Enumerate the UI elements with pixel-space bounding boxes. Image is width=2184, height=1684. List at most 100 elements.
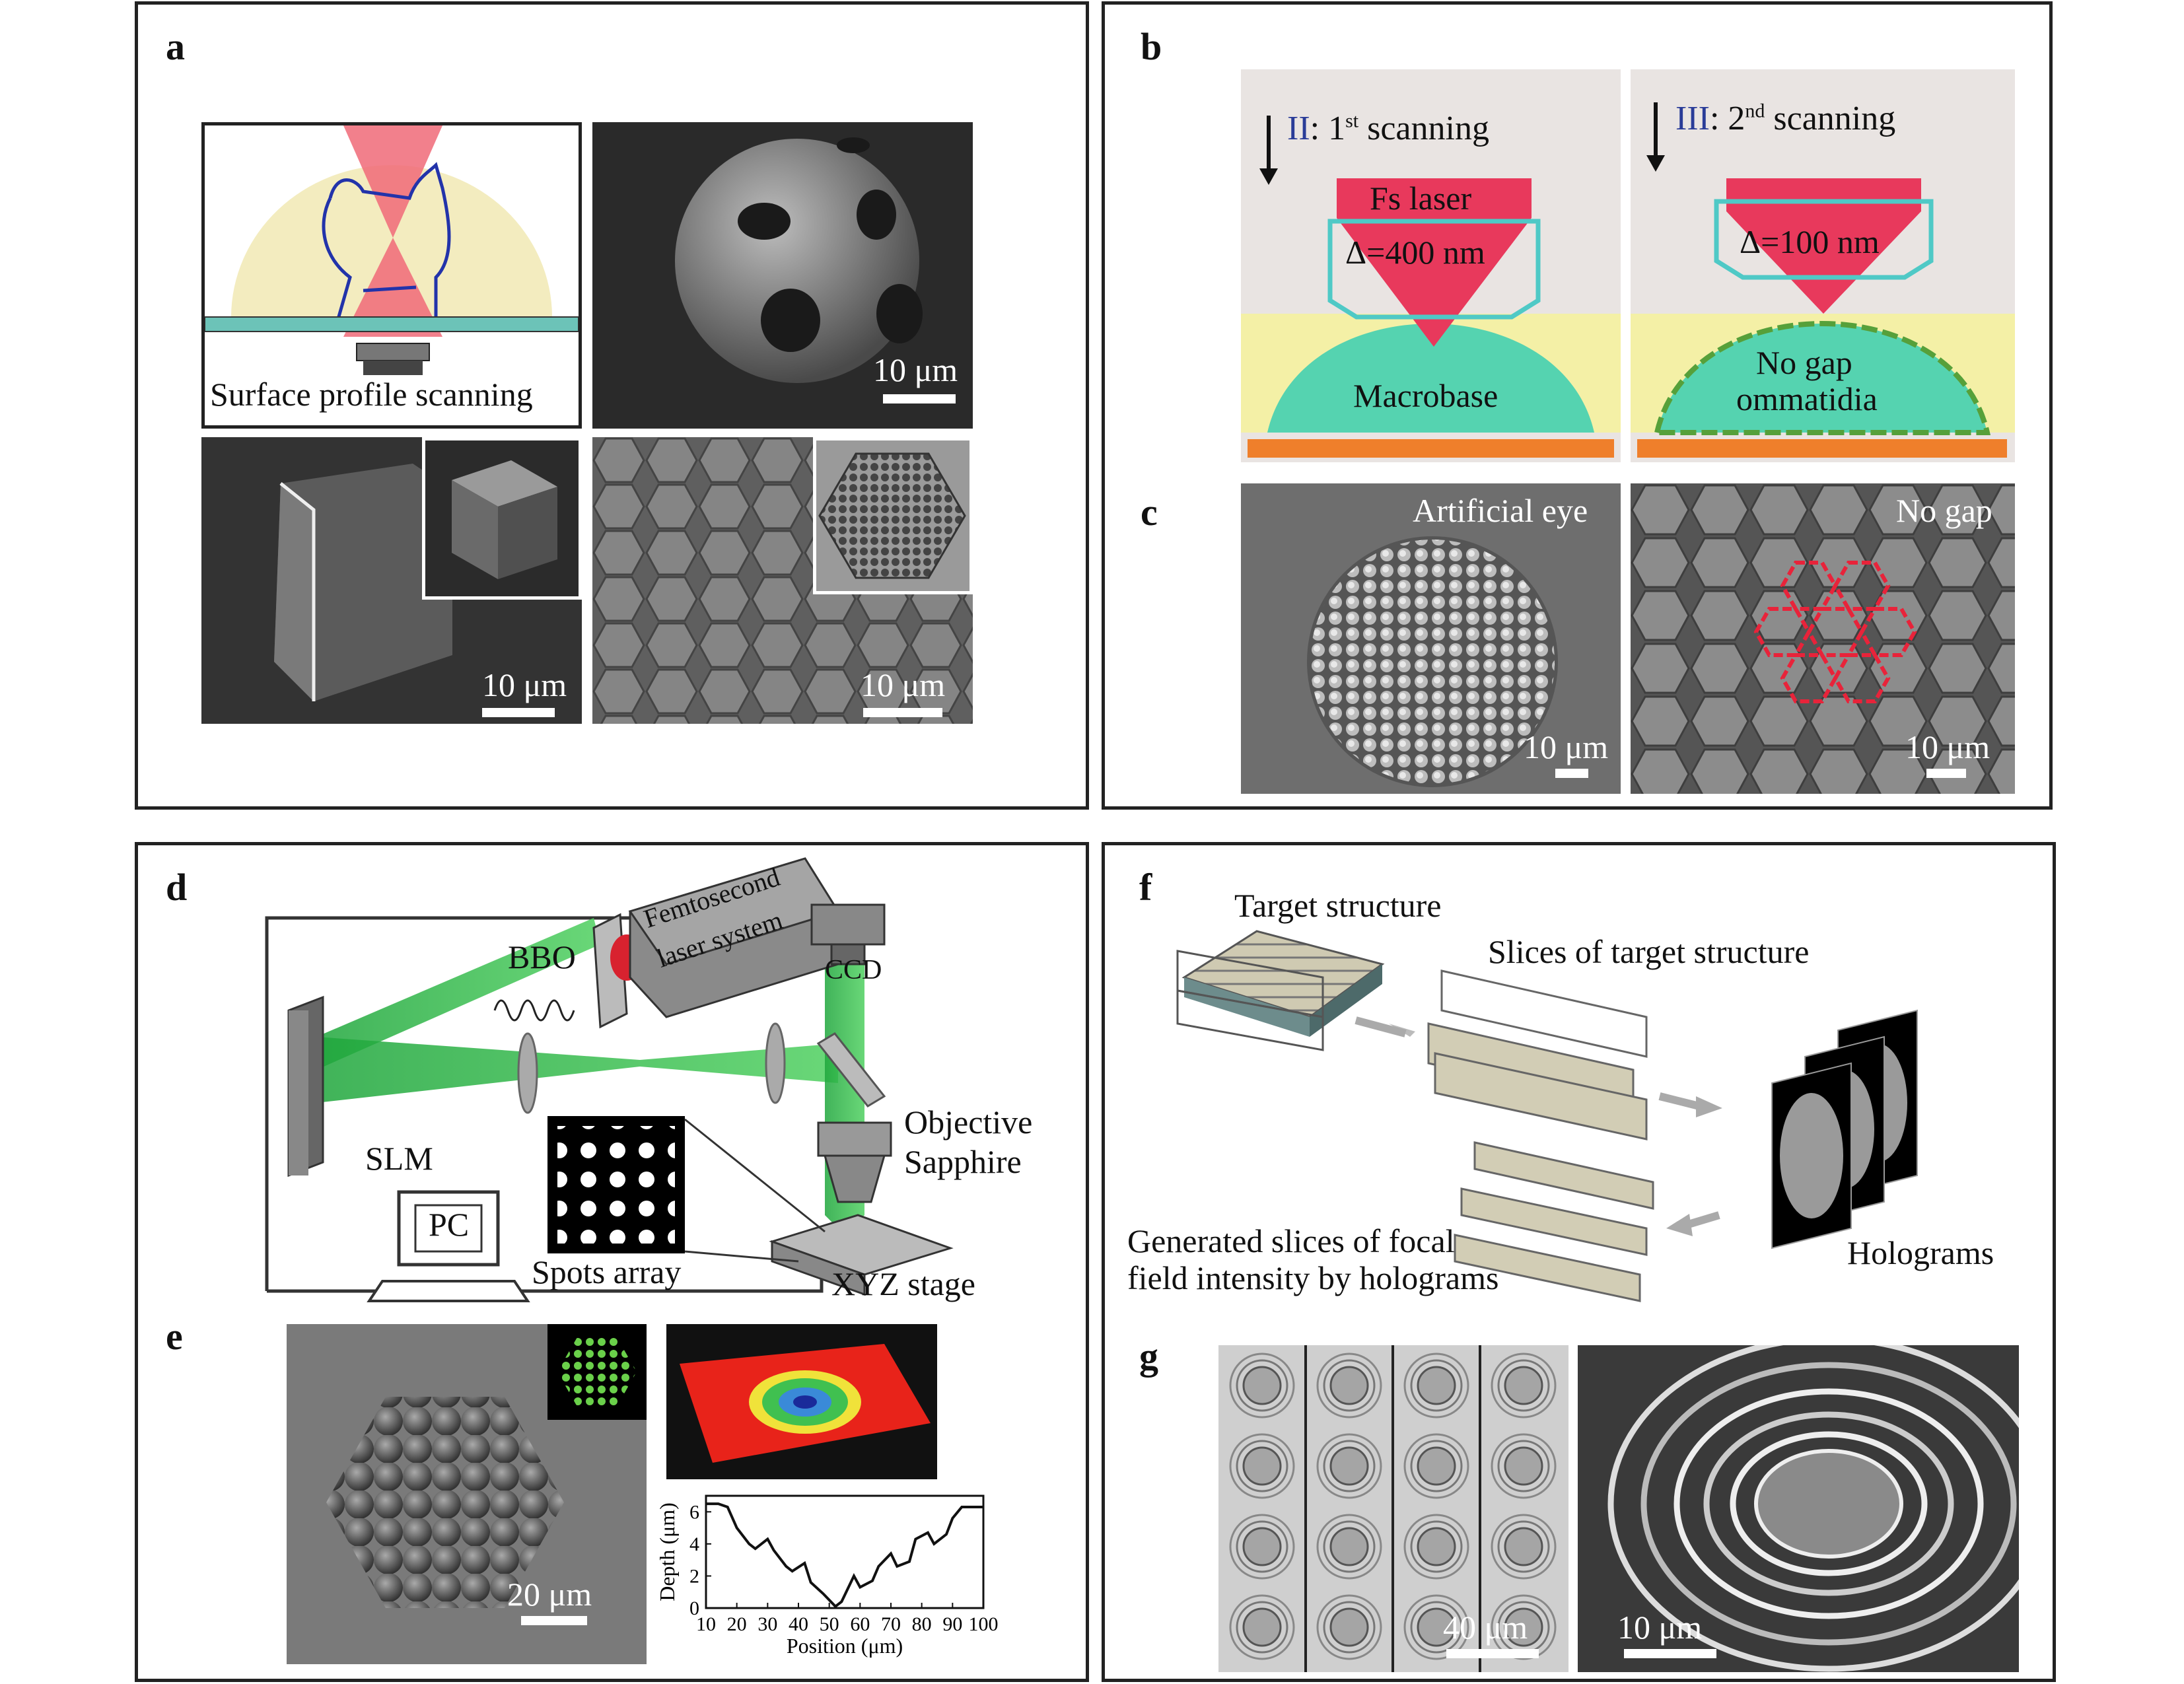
xyz-stage-label: XYZ stage	[831, 1265, 975, 1302]
panel-label-c: c	[1141, 491, 1158, 534]
panel-bc: b c II: 1st scanning Fs laser Δ=400 nm M…	[1102, 1, 2053, 810]
step2-roman: III	[1675, 100, 1710, 137]
x-tick-label-5: 60	[850, 1613, 870, 1635]
nogap-label-1: No gap	[1756, 344, 1852, 381]
hologram-workflow-diagram	[1176, 930, 1918, 1302]
x-tick-label-1: 20	[727, 1613, 747, 1635]
cube-sem-image: 10 μm	[201, 437, 582, 724]
cube-sem-drawing	[274, 464, 452, 701]
hexagon-inset	[813, 437, 973, 594]
sphere-sem-image: 10 μm	[592, 122, 973, 429]
scale-bar-e	[521, 1616, 587, 1625]
scan-schematic-drawing	[205, 125, 579, 375]
fresnel-lens-drawing	[1607, 1345, 2019, 1672]
second-scanning-drawing	[1631, 102, 2015, 458]
ccd-label: CCD	[825, 955, 882, 985]
step2-label: III: 2nd scanning	[1675, 99, 1895, 138]
sphere-sem-drawing	[675, 137, 923, 383]
scale-label-e: 20 μm	[507, 1576, 592, 1613]
bbo-label: BBO	[508, 938, 576, 975]
step2-suffix: scanning	[1765, 100, 1896, 137]
surface-profile-3d-drawing	[680, 1344, 931, 1463]
sapphire-label: Sapphire	[904, 1143, 1022, 1180]
scale-label-nogap: 10 μm	[1905, 728, 1990, 765]
delta-label-1: Δ=400 nm	[1345, 234, 1485, 271]
panel-label-e: e	[166, 1315, 183, 1358]
target-structure-label: Target structure	[1234, 887, 1442, 924]
scale-bar-cube	[482, 708, 555, 717]
scan-schematic: Surface profile scanning	[201, 122, 582, 429]
artificial-eye-sem-image: Artificial eye 10 μm	[1241, 483, 1621, 794]
first-scanning-drawing	[1241, 116, 1621, 458]
surface-profile-3d-image	[666, 1324, 937, 1479]
step1-label: II: 1st scanning	[1287, 109, 1489, 148]
x-tick-label-0: 10	[696, 1613, 716, 1635]
scale-label-g-left: 40 μm	[1443, 1609, 1528, 1646]
x-tick-label-2: 30	[757, 1613, 777, 1635]
chart-frame	[705, 1494, 985, 1609]
scan-label: Surface profile scanning	[210, 376, 533, 413]
y-axis-label: Depth (μm)	[655, 1502, 679, 1601]
pc-label: PC	[429, 1206, 470, 1243]
hexagon-inset-drawing	[818, 452, 966, 579]
scale-label-hexagon: 10 μm	[861, 666, 946, 703]
panel-label-a: a	[166, 25, 185, 68]
scale-label-eye: 10 μm	[1524, 728, 1609, 765]
artificial-eye-title: Artificial eye	[1413, 492, 1588, 529]
no-gap-title: No gap	[1896, 492, 1992, 529]
generated-slices-label-2: field intensity by holograms	[1127, 1259, 1499, 1296]
sphere-array-sem-image: 20 μm	[287, 1324, 647, 1664]
y-tick-label-0: 0	[689, 1597, 699, 1619]
x-tick-label-9: 100	[969, 1613, 999, 1635]
optical-setup-diagram	[265, 857, 954, 1302]
x-tick-label-6: 70	[881, 1613, 901, 1635]
panel-label-g: g	[1139, 1335, 1158, 1378]
scale-label-cube: 10 μm	[482, 666, 567, 703]
panel-label-d: d	[166, 866, 188, 909]
panel-a: a Surface profile scanning 10 μm	[135, 1, 1089, 810]
lens-array-sem-image: 40 μm	[1218, 1345, 1568, 1672]
step1-roman: II	[1287, 110, 1310, 147]
generated-slices-label-1: Generated slices of focal	[1127, 1222, 1455, 1259]
slices-label: Slices of target structure	[1488, 933, 1810, 970]
step1-suffix: scanning	[1358, 110, 1489, 147]
panel-label-b: b	[1141, 25, 1162, 68]
depth-series-line	[706, 1502, 983, 1609]
second-scanning-diagram: III: 2nd scanning Δ=100 nm No gap ommati…	[1631, 69, 2015, 462]
no-gap-drawing	[1631, 483, 2015, 794]
spots-array-label: Spots array	[532, 1253, 682, 1290]
step2-sup: nd	[1745, 100, 1765, 122]
scale-bar-g-right	[1624, 1649, 1716, 1658]
scale-bar-nogap	[1926, 769, 1966, 778]
sphere-array-drawing	[326, 1324, 647, 1608]
x-tick-label-8: 90	[942, 1613, 962, 1635]
step1-text: : 1	[1310, 110, 1346, 147]
cube-inset-drawing	[452, 460, 557, 579]
y-tick-label-3: 6	[689, 1501, 699, 1523]
hexagon-sem-image: 10 μm	[592, 437, 973, 724]
panel-de: d e	[135, 842, 1089, 1682]
x-axis-label: Position (μm)	[787, 1634, 903, 1658]
slm-label: SLM	[365, 1140, 433, 1177]
scale-bar-sphere	[883, 394, 956, 403]
scale-label-sphere: 10 μm	[873, 351, 958, 388]
step1-sup: st	[1345, 110, 1359, 132]
y-tick-label-2: 4	[689, 1533, 699, 1555]
scale-bar-g-left	[1446, 1649, 1539, 1658]
macrobase-label: Macrobase	[1353, 377, 1498, 414]
artificial-eye-drawing	[1307, 536, 1558, 787]
first-scanning-diagram: II: 1st scanning Fs laser Δ=400 nm Macro…	[1241, 69, 1621, 462]
laser-label-1: Fs laser	[1370, 180, 1472, 217]
objective-label: Objective	[904, 1104, 1033, 1140]
step2-text: : 2	[1709, 100, 1745, 137]
x-tick-label-3: 40	[789, 1613, 808, 1635]
fresnel-lens-sem-image: 10 μm	[1578, 1345, 2019, 1672]
panel-label-f: f	[1139, 866, 1152, 909]
lens-array-drawing	[1218, 1345, 1568, 1672]
nogap-label-2: ommatidia	[1736, 380, 1878, 417]
x-tick-label-7: 80	[912, 1613, 932, 1635]
scale-label-g-right: 10 μm	[1617, 1609, 1703, 1646]
holograms-label: Holograms	[1847, 1234, 1994, 1271]
